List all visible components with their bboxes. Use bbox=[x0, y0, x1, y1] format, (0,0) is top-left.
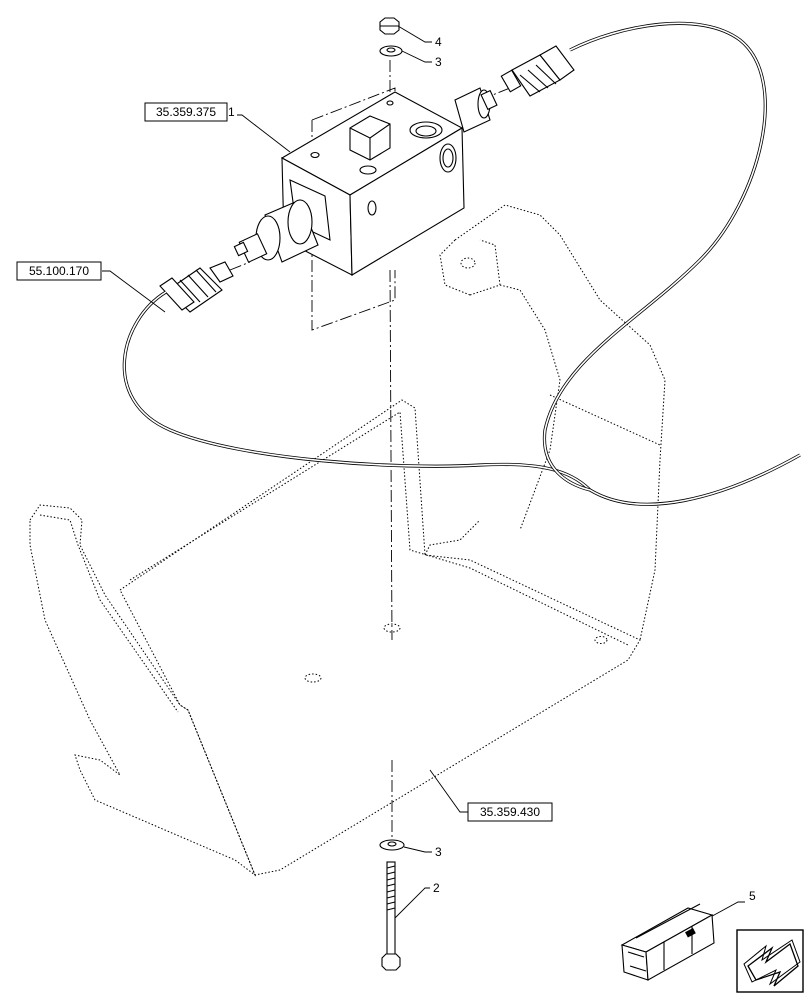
bolt bbox=[381, 861, 401, 971]
ref-harness-label: 55.100.170 bbox=[29, 264, 89, 278]
arrow-down-left-icon[interactable] bbox=[736, 929, 804, 993]
ref-valve-block-label: 35.359.375 bbox=[156, 105, 216, 119]
leader-bracket bbox=[429, 769, 468, 813]
callout-washer-top: 3 bbox=[435, 55, 442, 69]
connector-axis-left bbox=[229, 261, 251, 271]
harness-wire bbox=[122, 21, 801, 506]
leader-bolt bbox=[394, 887, 430, 919]
ref-bracket-label: 35.359.430 bbox=[480, 805, 540, 819]
leader-nut bbox=[397, 25, 432, 43]
washer-bottom bbox=[379, 839, 405, 851]
callout-kit: 5 bbox=[749, 889, 756, 903]
leader-washer-bottom bbox=[403, 846, 432, 853]
crate-box-icon bbox=[620, 903, 715, 981]
ref-harness[interactable]: 55.100.170 bbox=[16, 261, 102, 281]
callout-bolt: 2 bbox=[433, 881, 440, 895]
leader-harness bbox=[102, 270, 166, 313]
axis-line-center bbox=[389, 269, 393, 641]
leader-kit bbox=[704, 901, 745, 921]
callout-washer-bottom: 3 bbox=[435, 845, 442, 859]
leader-washer-top bbox=[401, 50, 432, 63]
callout-valve-item: 1 bbox=[228, 105, 235, 119]
callout-nut: 4 bbox=[435, 35, 442, 49]
valve-block bbox=[233, 87, 498, 276]
ref-valve-block[interactable]: 35.359.375 bbox=[144, 102, 228, 122]
washer-top bbox=[379, 45, 403, 57]
bracket bbox=[29, 204, 666, 877]
leader-valve bbox=[237, 114, 291, 153]
nut bbox=[379, 17, 400, 35]
connector-right bbox=[500, 45, 575, 97]
ref-bracket[interactable]: 35.359.430 bbox=[467, 802, 553, 822]
connector-left bbox=[159, 261, 234, 313]
